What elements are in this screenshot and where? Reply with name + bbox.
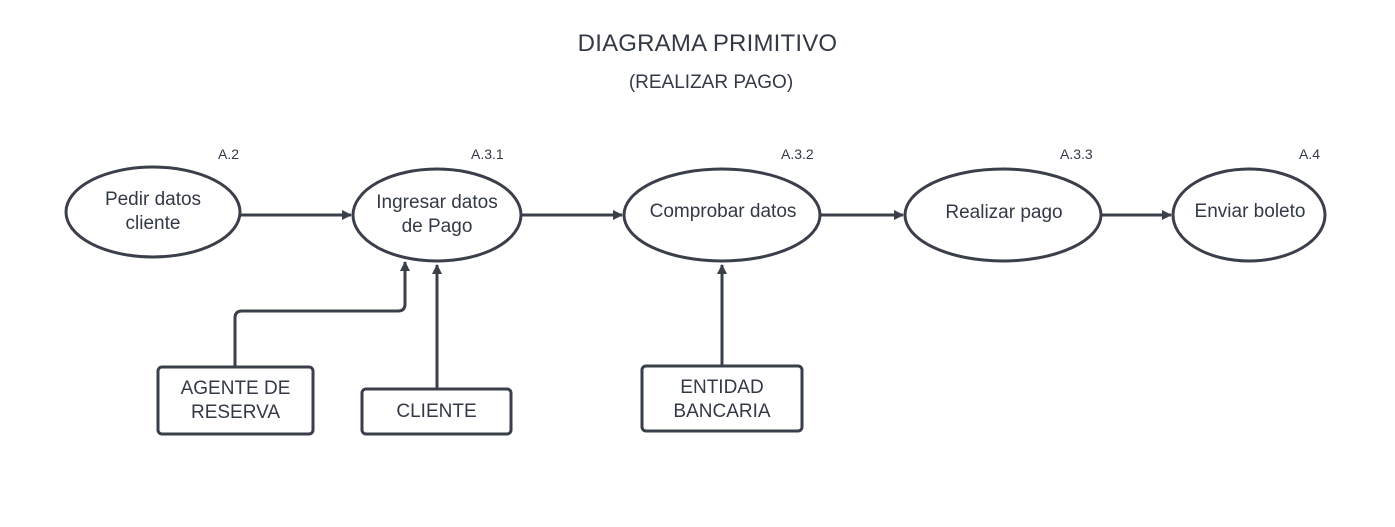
process-ellipse-pedir-datos[interactable] xyxy=(64,165,242,259)
entity-label-cliente: CLIENTE xyxy=(364,391,509,432)
entity-label-line: CLIENTE xyxy=(396,400,477,422)
process-label-realizar-pago: Realizar pago xyxy=(911,193,1097,233)
process-code: A.3.3 xyxy=(1060,146,1093,162)
process-label-ingresar-datos: Ingresar datos de Pago xyxy=(356,175,518,255)
entity-label-line: BANCARIA xyxy=(673,401,771,422)
diagram-title: DIAGRAMA PRIMITIVO xyxy=(577,30,838,57)
process-label-line: Pedir datos xyxy=(104,189,202,210)
process-code: A.2 xyxy=(218,146,240,162)
entity-label-agente-reserva: AGENTE DE RESERVA xyxy=(160,370,311,432)
process-code: A.4 xyxy=(1299,146,1321,162)
entity-label-line: AGENTE DE xyxy=(180,378,291,399)
process-label-line: cliente xyxy=(125,213,181,234)
process-label-line: Realizar pago xyxy=(945,202,1063,223)
diagram-subtitle: (REALIZAR PAGO) xyxy=(628,72,794,93)
process-code: A.3.1 xyxy=(471,146,504,162)
entity-label-line: ENTIDAD xyxy=(680,377,764,398)
process-label-line: Ingresar datos xyxy=(376,192,498,213)
entity-label-entidad-bancaria: ENTIDAD BANCARIA xyxy=(644,369,800,431)
flow-arrow-agente-to-ingresar xyxy=(233,261,410,367)
entity-label-line: RESERVA xyxy=(190,402,281,423)
process-label-line: Enviar boleto xyxy=(1194,201,1306,222)
process-label-comprobar-datos: Comprobar datos xyxy=(630,192,816,232)
process-label-line: Comprobar datos xyxy=(649,201,797,222)
process-label-pedir-datos: Pedir datos cliente xyxy=(73,172,233,252)
process-ellipse-enviar-boleto[interactable] xyxy=(1171,167,1327,263)
process-label-line: de Pago xyxy=(401,216,473,237)
process-code: A.3.2 xyxy=(781,146,814,162)
process-label-enviar-boleto: Enviar boleto xyxy=(1176,192,1324,232)
